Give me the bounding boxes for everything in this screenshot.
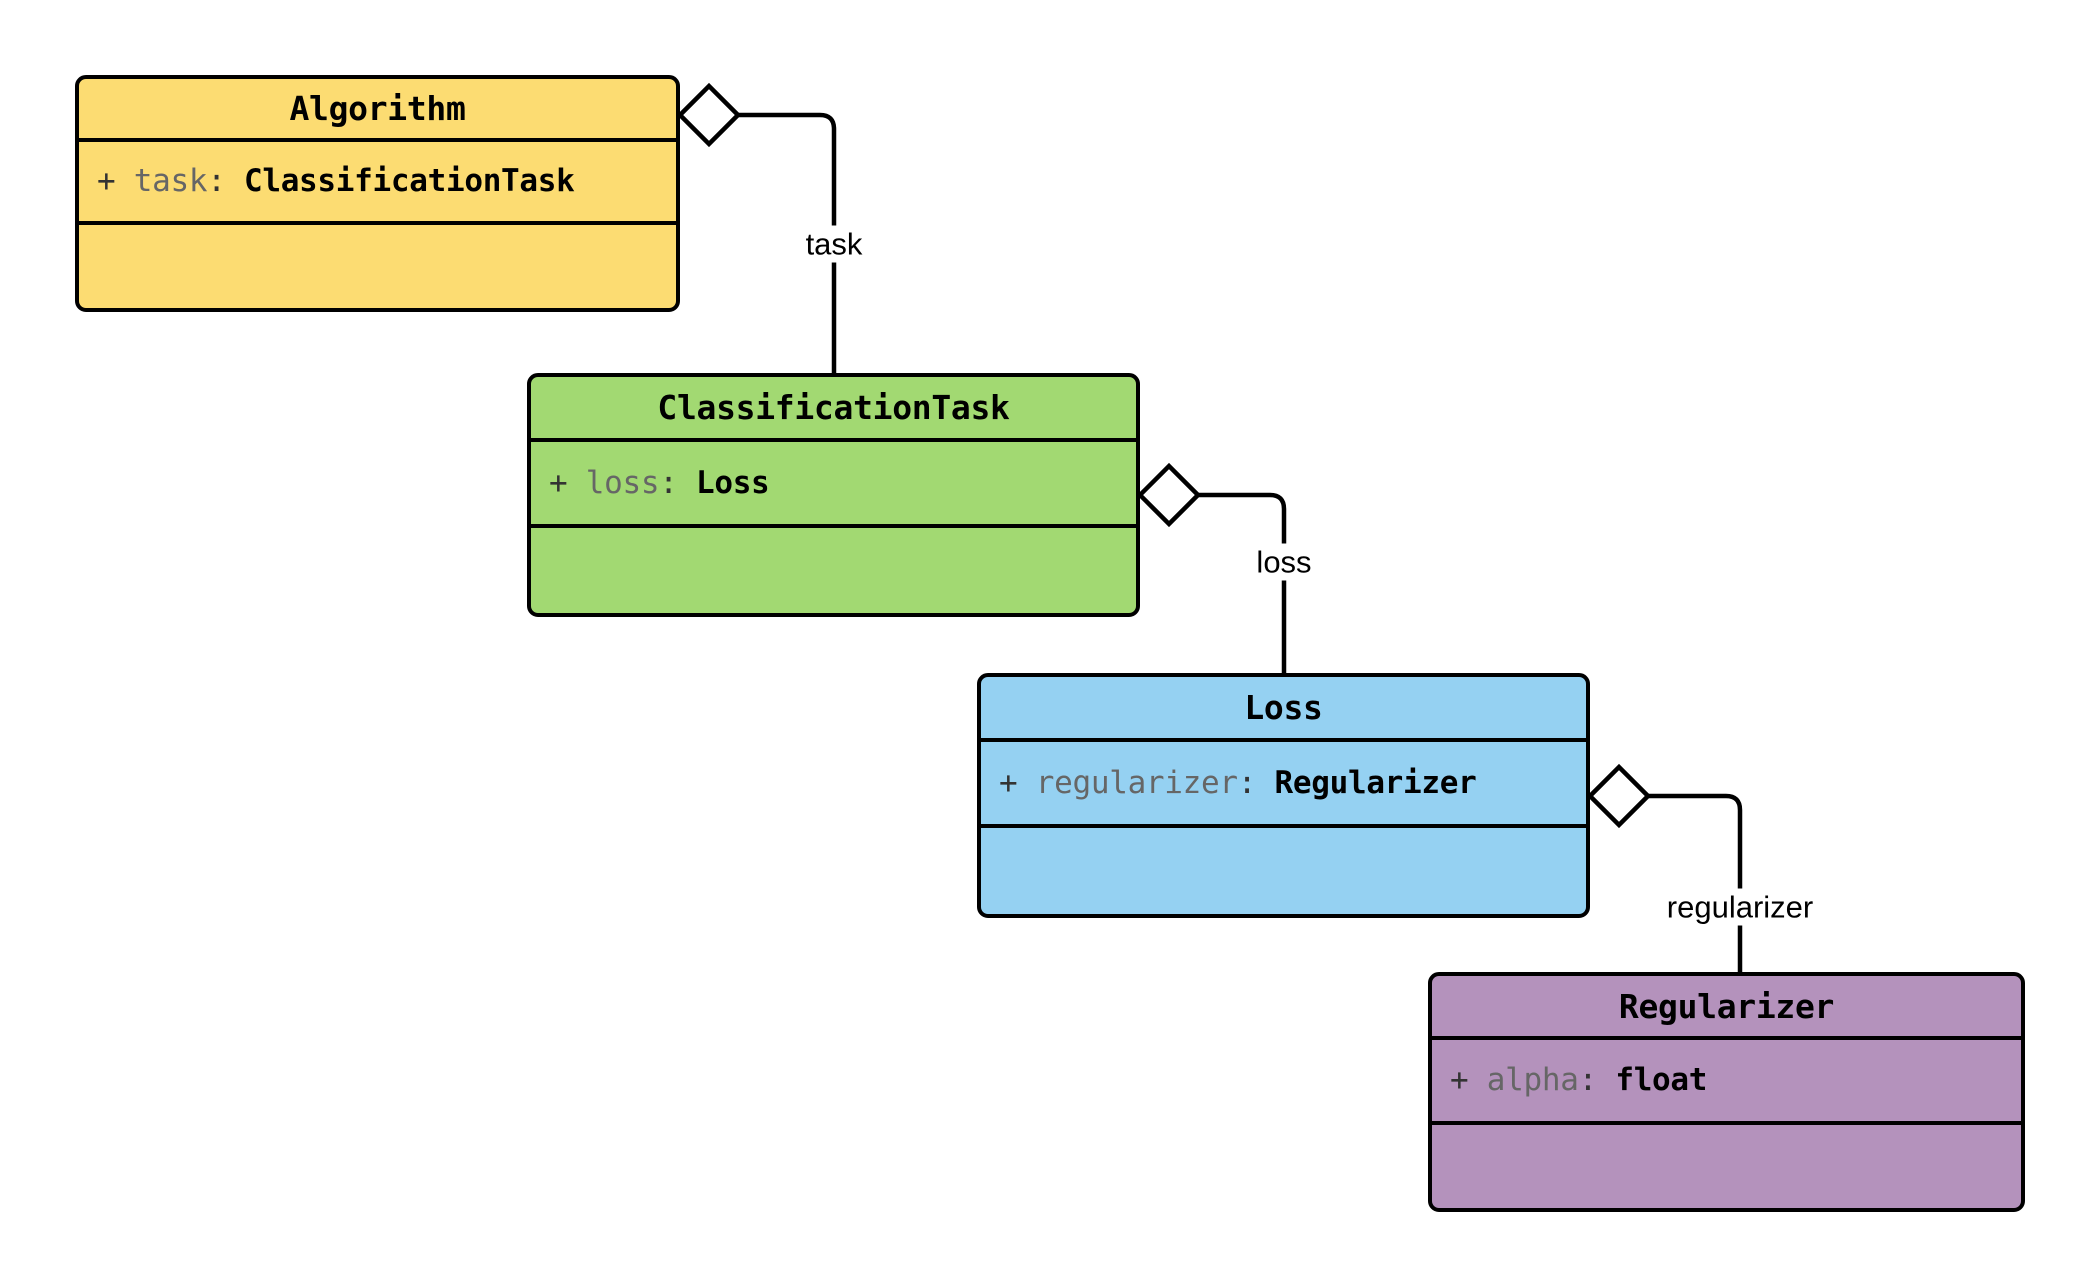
attribute-type: float <box>1615 1062 1708 1099</box>
class-methods-algorithm <box>79 225 676 308</box>
attribute-visibility: + <box>999 764 1018 801</box>
class-box-regularizer[interactable]: Regularizer + alpha: float <box>1428 972 2025 1212</box>
edge-regularizer-aggregation-diamond <box>1586 763 1652 829</box>
attribute-visibility: + <box>1450 1062 1469 1099</box>
class-attribute-row: + task: ClassificationTask <box>97 162 658 201</box>
edge-loss-line <box>1197 492 1287 673</box>
attribute-separator: : <box>659 464 678 501</box>
class-attributes-loss: + regularizer: Regularizer <box>981 742 1586 828</box>
class-attributes-regularizer: + alpha: float <box>1432 1040 2021 1125</box>
edge-label-task: task <box>801 225 867 263</box>
class-attributes-algorithm: + task: ClassificationTask <box>79 142 676 225</box>
edge-regularizer-line <box>1647 793 1743 972</box>
attribute-type: ClassificationTask <box>243 163 575 200</box>
edge-regularizer <box>1586 763 1743 972</box>
attribute-type: Loss <box>695 464 770 501</box>
attribute-type: Regularizer <box>1274 764 1477 801</box>
class-attribute-row: + regularizer: Regularizer <box>999 764 1568 803</box>
attribute-separator: : <box>207 163 226 200</box>
class-box-algorithm[interactable]: Algorithm + task: ClassificationTask <box>75 75 680 312</box>
attribute-name: alpha <box>1486 1062 1579 1099</box>
edge-loss-aggregation-diamond <box>1136 462 1202 528</box>
class-title-regularizer: Regularizer <box>1432 976 2021 1040</box>
edge-task-aggregation-diamond <box>676 82 742 148</box>
class-box-loss[interactable]: Loss + regularizer: Regularizer <box>977 673 1590 918</box>
attribute-visibility: + <box>549 464 568 501</box>
edge-label-regularizer: regularizer <box>1662 888 1818 926</box>
class-attributes-classificationtask: + loss: Loss <box>531 442 1136 528</box>
attribute-separator: : <box>1237 764 1257 801</box>
attribute-name: loss <box>585 464 660 501</box>
edge-label-loss: loss <box>1252 543 1316 581</box>
class-attribute-row: + alpha: float <box>1450 1061 2003 1100</box>
class-attribute-row: + loss: Loss <box>549 464 1118 503</box>
class-methods-regularizer <box>1432 1125 2021 1208</box>
attribute-visibility: + <box>97 163 116 200</box>
class-title-classificationtask: ClassificationTask <box>531 377 1136 442</box>
class-methods-classificationtask <box>531 528 1136 613</box>
class-box-classificationtask[interactable]: ClassificationTask + loss: Loss <box>527 373 1140 617</box>
class-methods-loss <box>981 828 1586 914</box>
attribute-name: task <box>133 163 208 200</box>
class-title-algorithm: Algorithm <box>79 79 676 142</box>
attribute-name: regularizer <box>1035 764 1238 801</box>
class-title-loss: Loss <box>981 677 1586 742</box>
attribute-separator: : <box>1578 1062 1598 1099</box>
